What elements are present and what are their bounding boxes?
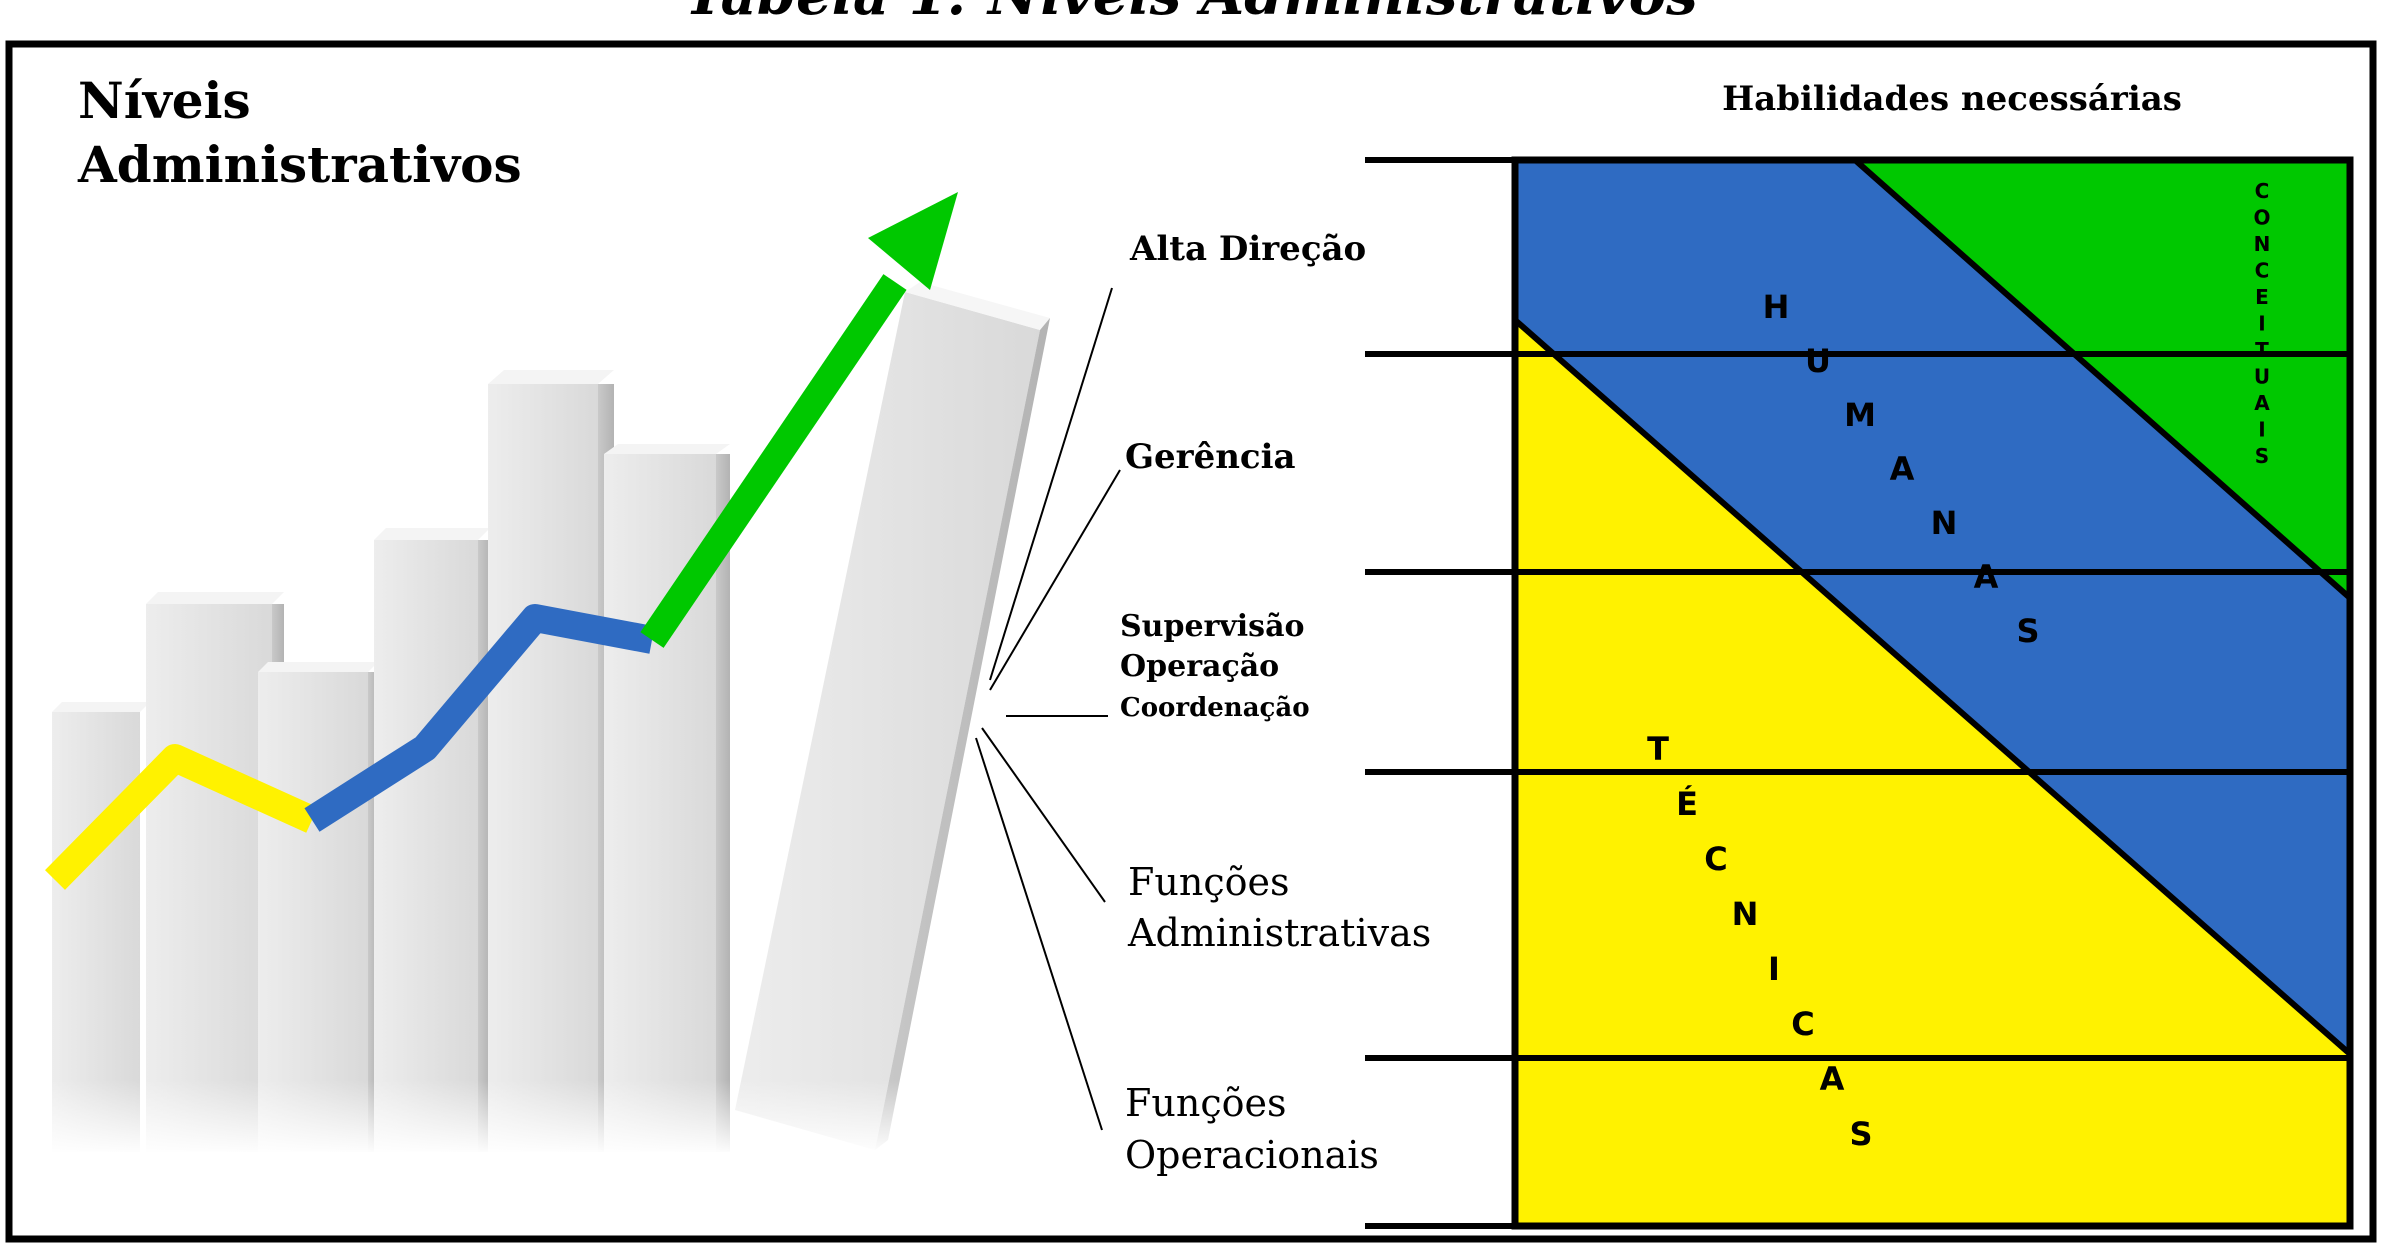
bar-chart-illustration [40,282,1050,1155]
skill-letter-conceituais-4: E [2255,285,2269,309]
skill-letter-conceituais-5: I [2258,312,2265,336]
skill-letter-tecnicas-2: C [1704,840,1727,878]
skill-letter-conceituais-0: C [2255,179,2270,203]
level-label-funcoes-op-1: Funções [1125,1081,1286,1125]
skill-letter-humanas-0: H [1763,288,1790,326]
skill-letter-humanas-3: A [1890,450,1915,488]
level-label-funcoes-op-2: Operacionais [1125,1133,1379,1177]
skills-diagram [1515,160,2350,1226]
skill-letter-humanas-5: A [1974,558,1999,596]
skill-letter-conceituais-1: O [2253,206,2270,230]
level-label-coordenacao: Coordenação [1120,693,1310,723]
skill-letter-humanas-2: M [1844,396,1876,434]
level-label-operacao: Operação [1120,649,1279,684]
skill-letter-tecnicas-5: C [1791,1005,1814,1043]
table-caption: Tabela 1: Níveis Administrativos [684,0,1697,28]
figure-title-line2: Administrativos [77,135,522,194]
skill-letter-conceituais-9: I [2258,418,2265,442]
level-labels: Alta Direção Gerência Supervisão Operaçã… [1120,229,1431,1177]
level-dividers [1365,157,2350,1229]
skill-letter-conceituais-10: S [2255,444,2269,468]
trend-line [45,274,907,890]
skill-letter-humanas-6: S [2016,612,2039,650]
trend-line-blue [304,604,655,832]
level-label-alta-direcao: Alta Direção [1129,229,1366,269]
skill-letter-tecnicas-6: A [1820,1060,1845,1098]
trend-line-yellow [45,744,318,890]
connector-lines [975,287,1121,1131]
skills-frame [1511,156,2354,1230]
level-label-supervisao: Supervisão [1120,609,1305,644]
figure-title-line1: Níveis [78,71,251,130]
skill-letter-conceituais-6: T [2255,338,2269,362]
skill-letter-conceituais-2: N [2254,232,2271,256]
figure-frame [5,40,2377,1243]
skills-heading: Habilidades necessárias [1722,79,2182,119]
skill-letter-conceituais-7: U [2254,365,2270,389]
level-label-funcoes-adm-1: Funções [1128,860,1289,904]
skill-letter-tecnicas-7: S [1849,1115,1872,1153]
skill-letter-conceituais-8: A [2254,391,2270,415]
skill-letter-conceituais-3: C [2255,259,2270,283]
level-label-funcoes-adm-2: Administrativas [1127,911,1431,955]
trend-line-green [640,274,907,648]
level-label-gerencia: Gerência [1125,437,1296,477]
arrow-head-icon [868,192,958,290]
skill-letter-humanas-1: U [1805,342,1831,380]
skill-letter-tecnicas-3: N [1732,895,1759,933]
skill-letter-tecnicas-0: T [1647,730,1669,768]
skill-letter-tecnicas-1: É [1676,785,1698,823]
skill-letter-tecnicas-4: I [1768,950,1780,988]
skill-letter-humanas-4: N [1931,504,1958,542]
